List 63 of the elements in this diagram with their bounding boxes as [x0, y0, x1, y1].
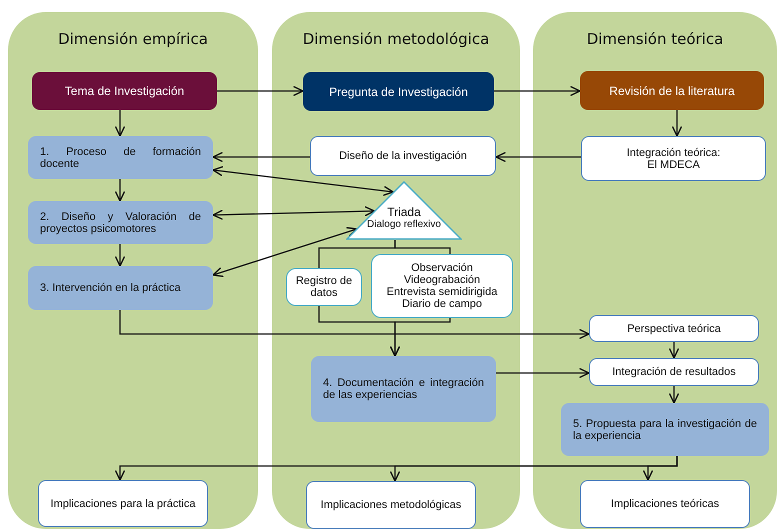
process-box: [286, 268, 362, 306]
arrow: [390, 318, 451, 357]
process-box: [28, 266, 213, 310]
arrow: [212, 152, 310, 162]
process-box: [311, 356, 496, 422]
arrow: [212, 206, 376, 220]
column-heading: Dimensión metodológica: [302, 30, 490, 48]
box-label: Implicaciones teóricas: [610, 498, 720, 510]
box-label: Integración de resultados: [611, 366, 737, 378]
box-label: 3. Intervención en la práctica: [40, 282, 182, 294]
box-label: Observación: [410, 262, 474, 274]
column-panel: [8, 12, 258, 529]
box-label: Perspectiva teórica: [626, 322, 722, 334]
arrow: [668, 342, 680, 359]
column-heading: Dimensión empírica: [57, 30, 209, 48]
box-label: Entrevista semidirigida: [386, 286, 498, 298]
process-box: [28, 136, 213, 179]
box-label: 4. Documentación e integración de las experiencias: [323, 377, 484, 401]
arrow: [642, 456, 678, 481]
arrow: [114, 244, 126, 267]
box-label: Revisión de la literatura: [608, 84, 736, 98]
process-box: [589, 315, 759, 342]
arrow: [496, 368, 590, 378]
arrow: [114, 179, 126, 202]
process-box: [310, 136, 496, 176]
process-box: [38, 480, 208, 527]
process-box: [589, 358, 759, 386]
process-box: [306, 481, 476, 529]
arrow: [495, 152, 581, 162]
process-box: [371, 254, 513, 318]
column-panel: [533, 12, 777, 529]
process-box: [580, 480, 750, 528]
process-box: [581, 136, 766, 181]
box-label: Triada: [386, 205, 422, 219]
column-heading: Dimensión teórica: [586, 30, 724, 48]
box-label: Registro de datos: [294, 275, 354, 299]
box-label: 1. Proceso de formación docente: [40, 146, 201, 170]
process-box: [303, 72, 494, 111]
box-label: 5. Propuesta para la investigación de la experiencia: [573, 418, 757, 442]
box-label: Diseño de la investigación: [338, 150, 468, 162]
column-panel: [272, 12, 520, 529]
arrow: [672, 110, 682, 137]
arrow: [494, 86, 581, 96]
arrow: [114, 110, 126, 137]
process-box: [561, 403, 769, 456]
arrow: [668, 386, 680, 404]
process-box: [580, 71, 764, 110]
box-label: Videograbación: [402, 274, 482, 286]
arrow: [217, 86, 304, 96]
process-box: [28, 201, 213, 244]
box-label: Implicaciones para la práctica: [50, 498, 196, 510]
box-label: 2. Diseño y Valoración de proyectos psicomotores: [40, 210, 201, 234]
arrow: [212, 226, 358, 278]
process-box: [32, 72, 217, 110]
box-label: Diario de campo: [400, 298, 484, 310]
arrow: [119, 310, 590, 340]
box-label: Pregunta de Investigación: [328, 84, 469, 98]
triangle-node: [346, 181, 462, 240]
box-label: Dialogo reflexivo: [366, 219, 442, 230]
arrow: [212, 166, 394, 196]
box-label: Integración teórica: El MDECA: [626, 146, 722, 170]
box-label: Implicaciones metodológicas: [320, 499, 462, 511]
box-label: Tema de Investigación: [64, 84, 186, 98]
